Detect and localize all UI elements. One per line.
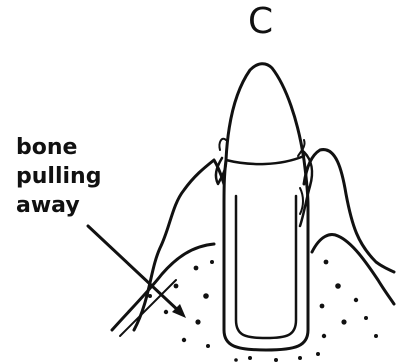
calculus-right-3 [300, 188, 303, 214]
bone-label-line: pulling [16, 162, 101, 191]
bone-outline-left [112, 244, 214, 330]
bone-label: bone pulling away [16, 133, 101, 220]
bone-label-line: away [16, 191, 101, 220]
panel-letter: C [248, 4, 273, 40]
enamel-junction [226, 156, 304, 164]
bone-label-line: bone [16, 133, 101, 162]
pointer-arrow [88, 226, 182, 314]
root-inner [236, 196, 296, 338]
calculus-left-2 [219, 139, 226, 150]
gum-outline-right [304, 150, 394, 272]
bone-outline-right [312, 235, 394, 304]
